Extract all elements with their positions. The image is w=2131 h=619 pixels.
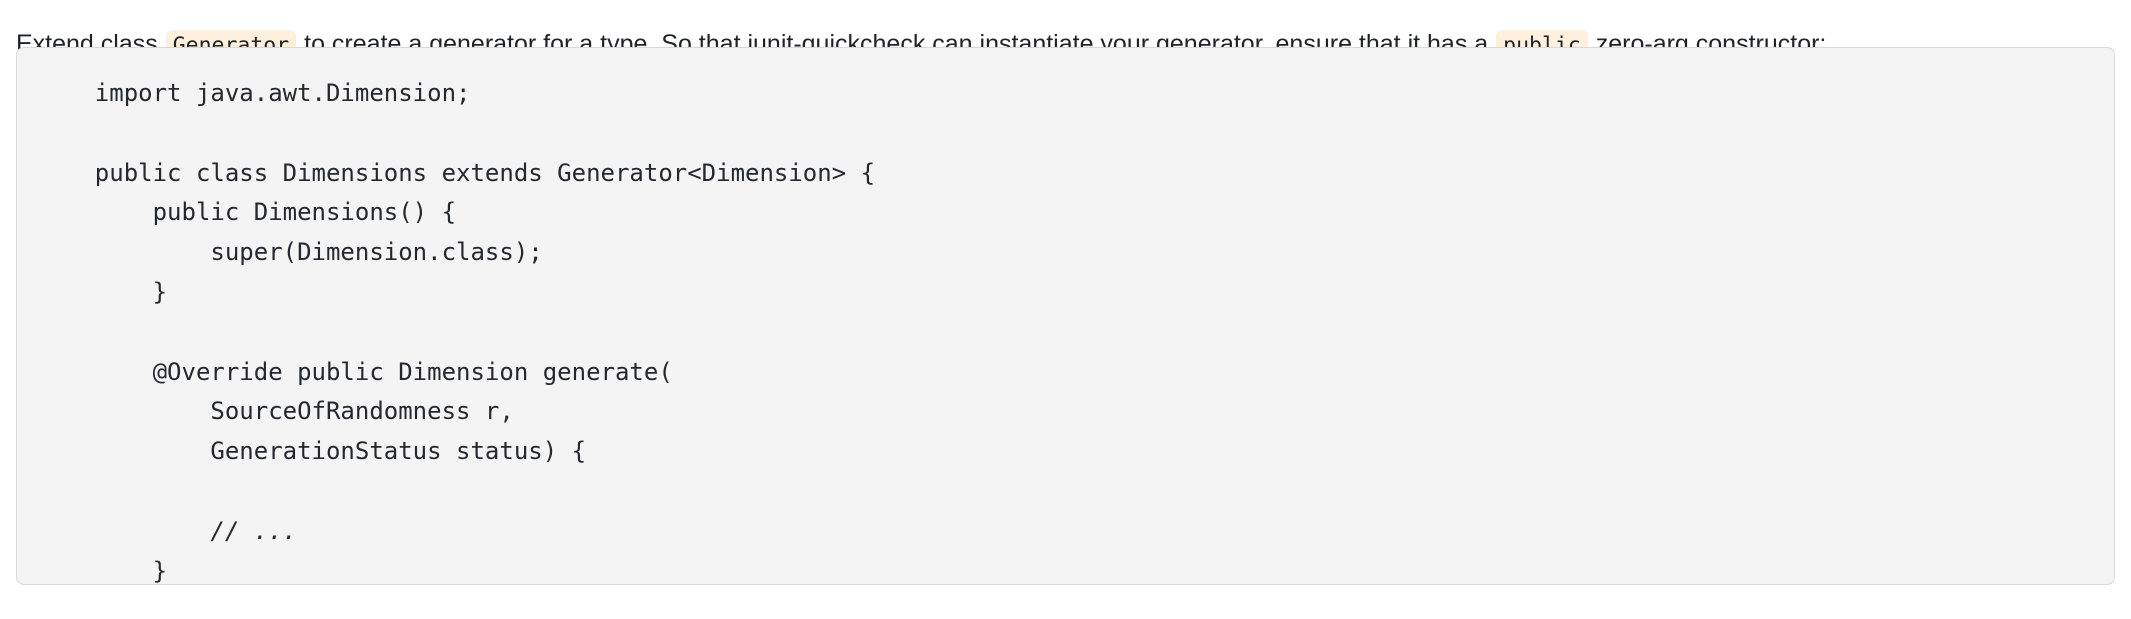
code-line-comment: // ... (37, 516, 298, 545)
code-line: } (37, 277, 168, 306)
code-line: import java.awt.Dimension; (37, 79, 471, 107)
code-block-content[interactable]: import java.awt.Dimension; public class … (17, 48, 2114, 585)
code-block[interactable]: import java.awt.Dimension; public class … (16, 47, 2115, 585)
code-line (37, 313, 2094, 353)
code-line: public class Dimensions extends Generato… (37, 158, 876, 187)
code-line: public Dimensions() { (37, 198, 457, 227)
code-line: super(Dimension.class); (37, 238, 543, 267)
code-line: @Override public Dimension generate( (37, 357, 673, 386)
code-line: GenerationStatus status) { (37, 437, 587, 466)
code-line: } (37, 556, 168, 585)
code-line (37, 472, 2094, 512)
code-line: SourceOfRandomness r, (37, 397, 514, 426)
code-line (37, 114, 2094, 154)
